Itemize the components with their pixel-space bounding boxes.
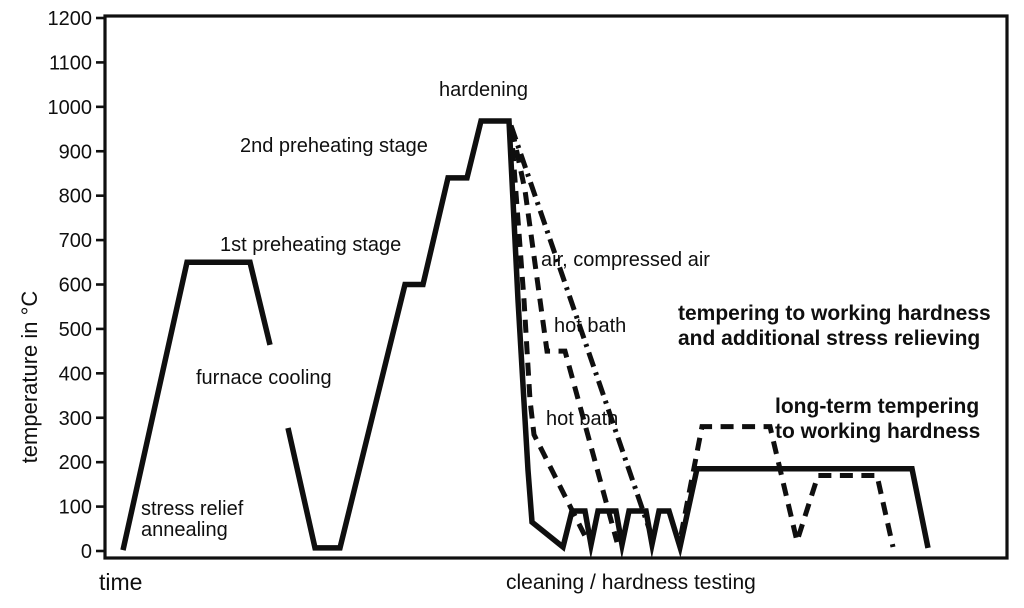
label-second-preheating-line: 2nd preheating stage bbox=[240, 135, 428, 157]
y-tick-label: 1000 bbox=[48, 97, 93, 119]
label-stress-relief-line: stress relief bbox=[141, 498, 244, 520]
y-tick-label: 900 bbox=[59, 141, 92, 163]
label-long-term-note-line: long-term tempering bbox=[775, 395, 980, 418]
y-tick-label: 800 bbox=[59, 186, 92, 208]
label-furnace-cooling: furnace cooling bbox=[196, 368, 332, 389]
y-tick-label: 100 bbox=[59, 497, 92, 519]
curve-long-term-tempering bbox=[678, 424, 896, 551]
label-first-preheating: 1st preheating stage bbox=[220, 235, 401, 256]
label-tempering-note-line: tempering to working hardness bbox=[678, 302, 991, 325]
label-furnace-cooling-line: furnace cooling bbox=[196, 367, 332, 389]
y-tick-label: 600 bbox=[59, 275, 92, 297]
label-hot-bath-2: hot bath bbox=[546, 409, 618, 430]
y-tick-label: 500 bbox=[59, 319, 92, 341]
label-second-preheating: 2nd preheating stage bbox=[240, 136, 428, 157]
label-first-preheating-line: 1st preheating stage bbox=[220, 234, 402, 256]
label-tempering-note-line: and additional stress relieving bbox=[678, 327, 981, 350]
y-axis-title: temperature in °C bbox=[17, 290, 42, 464]
y-tick-label: 1200 bbox=[48, 8, 93, 30]
x-axis-title-time: time bbox=[99, 569, 143, 595]
label-hot-bath-2-line: hot bath bbox=[546, 408, 619, 430]
x-axis-note-cleaning-hardness-testing: cleaning / hardness testing bbox=[506, 571, 756, 594]
y-tick-label: 0 bbox=[81, 541, 92, 563]
curve-quench-air bbox=[508, 124, 656, 541]
label-hardening-line: hardening bbox=[439, 79, 528, 101]
curve-stress-relief-annealing bbox=[120, 259, 273, 551]
label-long-term-note-line: to working hardness bbox=[775, 420, 981, 443]
y-tick-label: 200 bbox=[59, 452, 92, 474]
label-air-compressed-air-line: air, compressed air bbox=[541, 249, 710, 271]
y-tick-label: 400 bbox=[59, 363, 92, 385]
curve-main-cycle bbox=[285, 118, 931, 560]
y-tick-label: 1100 bbox=[49, 52, 92, 74]
y-tick-label: 700 bbox=[59, 230, 92, 252]
label-hot-bath-1: hot bath bbox=[554, 316, 626, 337]
label-hardening: hardening bbox=[439, 80, 528, 101]
plot-border bbox=[103, 14, 1009, 560]
label-hot-bath-1-line: hot bath bbox=[554, 315, 627, 337]
y-tick-label: 300 bbox=[59, 408, 92, 430]
curve-quench-hot-bath-upper bbox=[509, 128, 620, 543]
label-stress-relief-line: annealing bbox=[141, 519, 228, 541]
curve-quench-hot-bath-lower bbox=[508, 126, 590, 542]
label-air-compressed-air: air, compressed air bbox=[541, 250, 710, 271]
